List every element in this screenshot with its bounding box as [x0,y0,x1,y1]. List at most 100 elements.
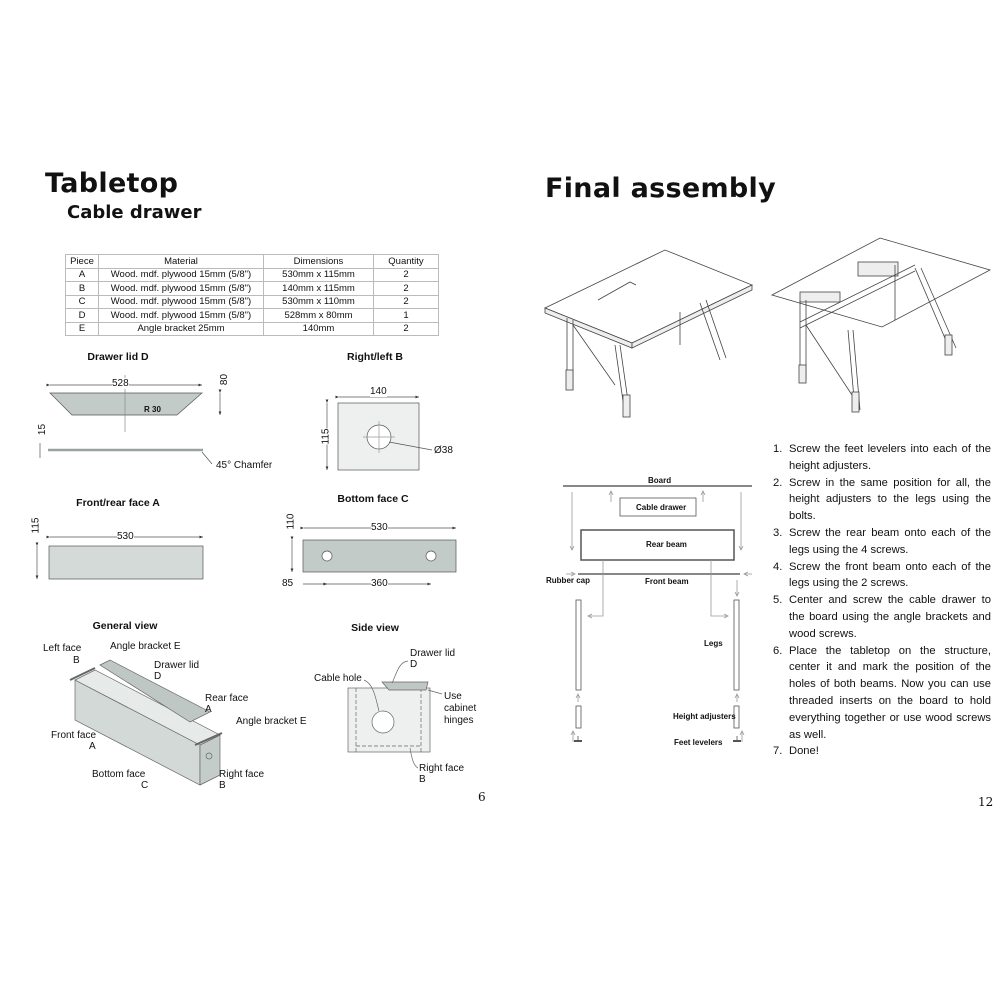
dimension-label: 140 [370,386,387,397]
step-item: Center and screw the cable drawer to the… [773,592,991,640]
right-left-face-drawing [325,395,433,471]
part-label-height-adjusters: Height adjusters [673,712,736,721]
cell: Wood. mdf. plywood 15mm (5/8") [98,267,264,282]
cell: D [65,308,99,323]
section-title-cable-drawer: Cable drawer [67,202,202,223]
right-left-title: Right/left B [347,351,403,363]
bottom-face-title: Bottom face C [337,493,409,505]
cell: E [65,321,99,336]
general-view-drawing [69,659,223,786]
cell: 530mm x 115mm [263,267,374,282]
column-header: Material [98,254,264,269]
cell: 1 [373,308,439,323]
cell: Wood. mdf. plywood 15mm (5/8") [98,294,264,309]
cell: 140mm x 115mm [263,281,374,296]
callout-label: D [154,671,162,682]
callout-label: Cable hole [314,673,362,684]
part-label-board: Board [648,476,672,485]
callout-label: Left face [43,643,82,654]
table-header-row: Piece Material Dimensions Quantity [65,254,439,269]
cell: B [65,281,99,296]
callout-label: Drawer lid [154,660,200,671]
cell: 530mm x 110mm [263,294,374,309]
callout-label: hinges [444,715,474,726]
callout-label: Rear face [205,693,249,704]
cell: 2 [373,281,439,296]
callout-label: Right face [419,763,465,774]
cell: Angle bracket 25mm [98,321,264,336]
desk-illustration-underside [770,237,992,413]
callout-label: Bottom face [92,769,146,780]
step-item: Done! [773,743,819,760]
callout-label: B [419,774,426,785]
cell: 528mm x 80mm [263,308,374,323]
cell: 2 [373,267,439,282]
page-title-final-assembly: Final assembly [545,173,776,204]
cell: Wood. mdf. plywood 15mm (5/8") [98,281,264,296]
chamfer-label: 45° Chamfer [216,460,273,471]
part-label-front-beam: Front beam [645,577,689,586]
dimension-label: 115 [320,428,332,445]
cell: 2 [373,321,439,336]
part-label-feet-levelers: Feet levelers [674,738,723,747]
step-item: Screw the rear beam onto each of the leg… [773,525,991,556]
callout-label: Right face [219,769,265,780]
page-number-left: 6 [478,790,486,804]
callout-label: B [73,655,80,666]
callout-label: Front face [51,730,97,741]
dimension-label: 85 [282,578,294,589]
cell: C [65,294,99,309]
callout-label: B [219,780,226,791]
page-number-right: 12 [978,795,994,809]
radius-label: R 30 [144,405,161,414]
callout-label: A [205,704,212,715]
step-item: Screw in the same position for all, the … [773,475,991,523]
dimension-label: 80 [219,373,231,386]
dimension-label: 528 [112,378,129,389]
dimension-label: 360 [371,578,388,589]
side-view-drawing [347,660,443,769]
callout-label: Angle bracket E [236,716,307,727]
desk-illustration-assembled [544,249,753,418]
part-label-cable-drawer: Cable drawer [636,503,687,512]
hole-diameter-label: Ø38 [434,445,453,456]
front-rear-title: Front/rear face A [76,497,160,509]
front-rear-face-drawing [35,535,204,580]
column-header: Dimensions [263,254,374,269]
dimension-label: 530 [371,522,388,533]
general-view-title: General view [92,620,158,632]
page-title-tabletop: Tabletop [45,168,179,199]
column-header: Quantity [373,254,439,269]
dimension-label: 115 [30,517,42,534]
drawer-lid-drawing [39,375,222,465]
callout-label: A [89,741,96,752]
dimension-label: 15 [37,423,49,436]
bottom-face-drawing [290,526,457,586]
step-item: Screw the feet levelers into each of the… [773,441,991,472]
part-label-rubber-cap: Rubber cap [546,576,591,585]
assembly-steps-list: Screw the feet levelers into each of the… [773,441,991,760]
callout-label: cabinet [444,703,477,714]
step-item: Screw the front beam onto each of the le… [773,559,991,590]
side-view-title: Side view [351,622,399,634]
dimension-label: 530 [117,531,134,542]
callout-label: Drawer lid [410,648,456,659]
exploded-assembly-diagram [563,485,752,742]
cell: A [65,267,99,282]
step-item: Place the tabletop on the structure, cen… [773,643,991,741]
part-label-rear-beam: Rear beam [646,540,687,549]
cell: 2 [373,294,439,309]
callout-label: Angle bracket E [110,641,181,652]
part-label-legs: Legs [704,639,723,648]
dimension-label: 110 [285,513,297,530]
drawer-lid-title: Drawer lid D [87,351,149,363]
callout-label: C [141,780,149,791]
callout-label: Use [444,691,462,702]
